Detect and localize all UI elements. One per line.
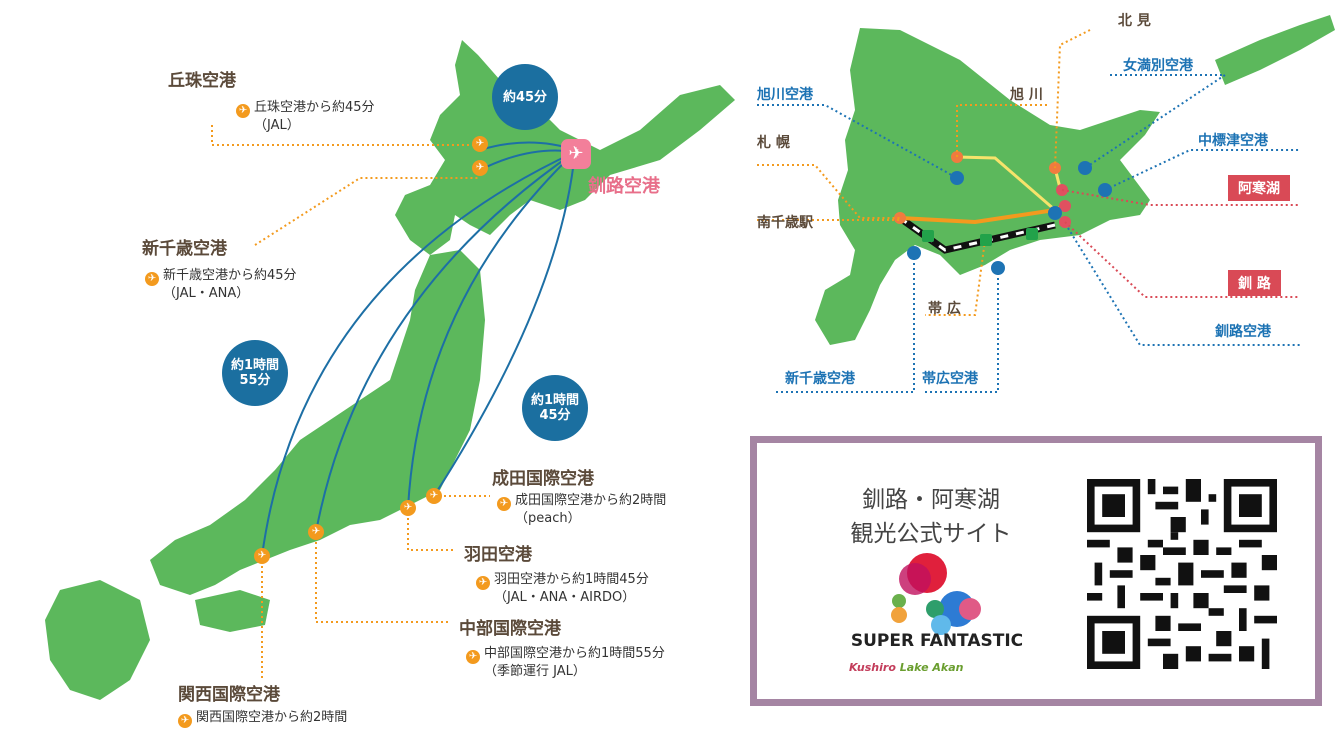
duration-text: 45分 (539, 408, 571, 423)
airport-detail-sub: （JAL・ANA・AIRDO） (494, 590, 636, 605)
super-fantastic-logo-icon (891, 553, 981, 635)
shikoku-landmass (195, 590, 270, 632)
airport-detail-text: 丘珠空港から約45分 (254, 100, 375, 115)
okadama-airport-pin: ✈ (472, 136, 488, 152)
minami-chitose-label: 南千歳駅 (757, 215, 813, 231)
official-site-qr-panel: 釧路・阿寒湖 観光公式サイト SUPER FANTASTIC Kushiro L… (750, 436, 1322, 706)
kushiro-airport-label: 釧路空港 (588, 176, 660, 197)
duration-text: 約1時間 (530, 393, 580, 408)
plane-icon: ✈ (236, 104, 250, 118)
airport-detail-sub: （peach） (515, 511, 581, 526)
duration-bubble-45min: 約45分 (492, 64, 558, 130)
road-yellow (956, 155, 1056, 212)
obihiro-label: 帯 広 (928, 301, 961, 317)
plane-icon: ✈ (145, 272, 159, 286)
nakashibetsu-airport-label: 中標津空港 (1198, 133, 1268, 149)
duration-text: 55分 (239, 373, 271, 388)
kansai-airport-pin: ✈ (254, 548, 270, 564)
obihiro-airport-label: 帯広空港 (922, 371, 978, 387)
new-chitose-airport-pin: ✈ (472, 160, 488, 176)
airport-detail-text: 羽田空港から約1時間45分 (494, 572, 649, 587)
airport-detail-sub: （JAL・ANA） (163, 286, 250, 301)
duration-bubble-1h55: 約1時間 55分 (222, 340, 288, 406)
airport-name: 丘珠空港 (168, 71, 236, 91)
chubu-airport-pin: ✈ (308, 524, 324, 540)
asahikawa-airport-label: 旭川空港 (757, 87, 813, 103)
kitami-label: 北 見 (1118, 13, 1151, 29)
super-fantastic-wordmark: SUPER FANTASTIC (850, 631, 1024, 651)
airport-name: 成田国際空港 (492, 469, 594, 489)
kuril-islands (1215, 15, 1335, 85)
airport-detail: ✈ 中部国際空港から約1時間55分 （季節運行 JAL） (466, 646, 665, 680)
airport-name: 中部国際空港 (459, 619, 561, 639)
site-title-line1: 釧路・阿寒湖 (862, 487, 1000, 513)
haneda-airport-pin: ✈ (400, 500, 416, 516)
airport-detail: ✈ 関西国際空港から約2時間 (178, 710, 347, 728)
asahikawa-label: 旭 川 (1010, 87, 1043, 103)
airport-detail-text: 中部国際空港から約1時間55分 (484, 646, 665, 661)
airport-detail: ✈ 新千歳空港から約45分 （JAL・ANA） (145, 268, 297, 302)
kushiro-lake-akan-tagline: Kushiro Lake Akan (849, 661, 963, 674)
airport-detail-text: 関西国際空港から約2時間 (196, 710, 348, 725)
tagline-lake-akan: Lake Akan (899, 661, 964, 674)
sapporo-label: 札 幌 (757, 135, 790, 151)
airport-detail: ✈ 成田国際空港から約2時間 （peach） (497, 493, 666, 527)
hokkaido-detail-landmass (815, 28, 1160, 345)
duration-bubble-1h45: 約1時間 45分 (522, 375, 588, 441)
tagline-kushiro: Kushiro (849, 661, 896, 674)
kyushu-landmass (45, 580, 150, 700)
qr-code[interactable] (1087, 479, 1277, 669)
kushiro-airport-icon: ✈ (561, 139, 591, 169)
akanko-tag: 阿寒湖 (1228, 175, 1290, 201)
airport-name: 羽田空港 (464, 545, 532, 565)
leader-lines (211, 125, 490, 680)
flight-routes (261, 141, 576, 557)
airport-detail-sub: （季節運行 JAL） (484, 664, 586, 679)
new-chitose-airport-detail-label: 新千歳空港 (785, 371, 855, 387)
airport-detail: ✈ 羽田空港から約1時間45分 （JAL・ANA・AIRDO） (476, 572, 649, 606)
site-title-line2: 観光公式サイト (850, 521, 1012, 547)
plane-icon: ✈ (497, 497, 511, 511)
duration-text: 約1時間 (230, 358, 280, 373)
airport-name: 新千歳空港 (142, 239, 227, 259)
airport-detail: ✈ 丘珠空港から約45分 （JAL） (236, 100, 375, 134)
duration-text: 約45分 (502, 89, 548, 105)
memanbetsu-airport-label: 女満別空港 (1123, 58, 1193, 74)
airport-detail-text: 新千歳空港から約45分 (163, 268, 297, 283)
official-site-title: 釧路・阿寒湖 観光公式サイト (831, 483, 1031, 551)
kushiro-tag: 釧 路 (1228, 270, 1281, 296)
kushiro-airport-detail-label: 釧路空港 (1215, 324, 1271, 340)
narita-airport-pin: ✈ (426, 488, 442, 504)
airport-name: 関西国際空港 (178, 685, 280, 705)
plane-icon: ✈ (476, 576, 490, 590)
airport-detail-sub: （JAL） (254, 118, 300, 133)
airport-detail-text: 成田国際空港から約2時間 (515, 493, 667, 508)
plane-icon: ✈ (466, 650, 480, 664)
plane-icon: ✈ (178, 714, 192, 728)
